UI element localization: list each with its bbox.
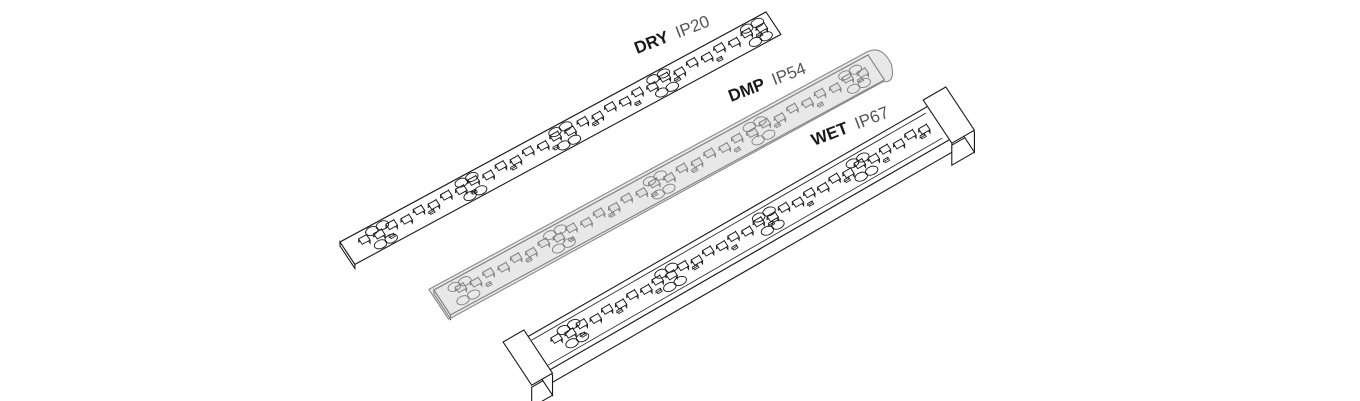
strip-wet-rating: IP67 bbox=[852, 103, 891, 133]
strip-dmp-leds bbox=[428, 49, 894, 321]
strip-dry-leds bbox=[339, 11, 782, 271]
solder-pad bbox=[845, 158, 860, 169]
solder-pad bbox=[566, 318, 581, 330]
solder-pad bbox=[646, 74, 660, 85]
strip-dmp-code: DMP bbox=[726, 74, 768, 105]
solder-pad bbox=[750, 17, 765, 28]
strip-dry-code: DRY bbox=[632, 27, 672, 58]
strip-wet-leds bbox=[502, 86, 976, 401]
strip-dmp: DMP IP54 bbox=[428, 49, 894, 321]
solder-pad bbox=[454, 177, 469, 188]
strip-dmp-rating: IP54 bbox=[769, 59, 808, 89]
solder-pad bbox=[762, 206, 776, 217]
solder-pad bbox=[664, 262, 679, 273]
silicone-coating bbox=[428, 49, 894, 321]
solder-pad bbox=[856, 152, 870, 163]
strip-wet-code: WET bbox=[809, 118, 852, 149]
solder-pad bbox=[739, 23, 754, 34]
solder-pad bbox=[656, 68, 671, 79]
strip-dry-rating: IP20 bbox=[673, 12, 712, 42]
strip-dry: DRY IP20 bbox=[339, 11, 782, 271]
solder-pad bbox=[365, 225, 379, 237]
solder-pad bbox=[548, 127, 562, 138]
solder-pad bbox=[465, 171, 479, 183]
solder-pad bbox=[558, 121, 573, 132]
channel-side bbox=[543, 137, 953, 389]
solder-pad bbox=[375, 220, 390, 231]
